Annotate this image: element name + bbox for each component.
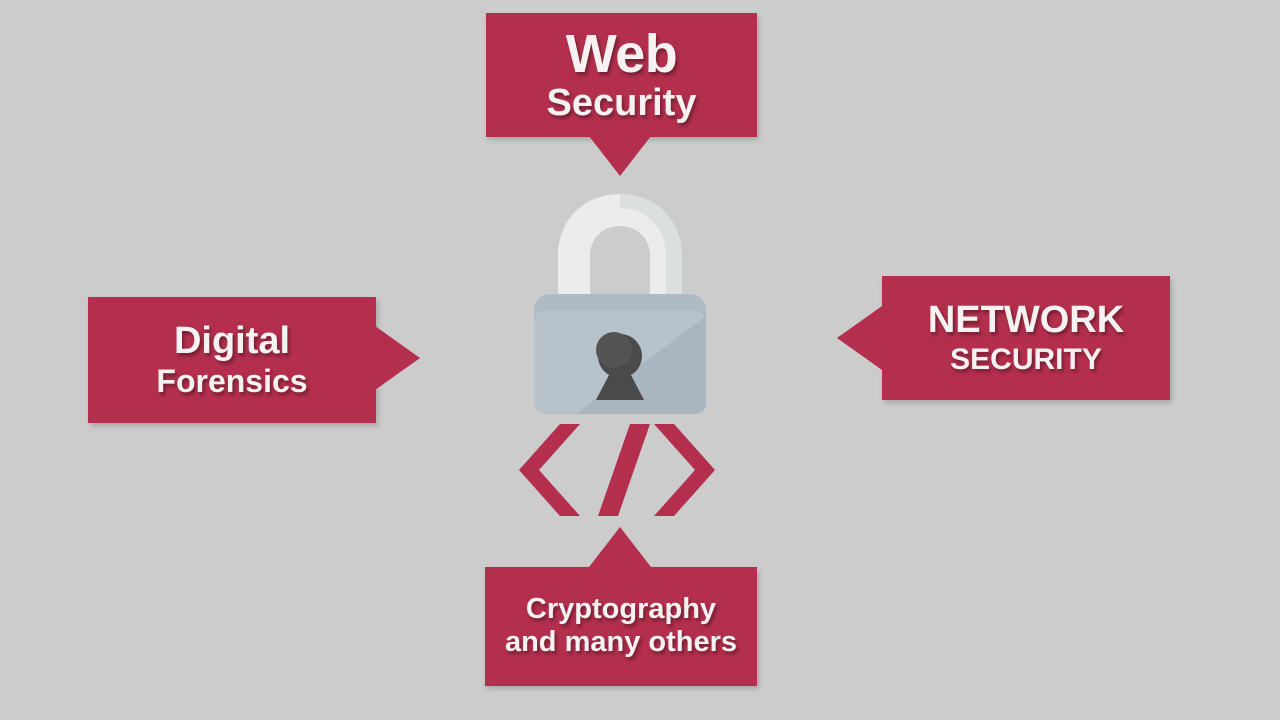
callout-digital-forensics-line1: Digital [173, 320, 291, 363]
callout-cryptography-line1: Cryptography [525, 593, 717, 626]
callout-digital-forensics-line2: Forensics [156, 363, 308, 400]
callout-cryptography[interactable]: Cryptography and many others [485, 567, 757, 686]
padlock-icon [520, 186, 720, 416]
callout-web-security-line1: Web [565, 24, 678, 85]
callout-network-security-line1: NETWORK [927, 298, 1125, 341]
callout-network-security[interactable]: NETWORK SECURITY [882, 276, 1170, 400]
arrow-down-icon-web-security [589, 136, 651, 176]
callout-web-security-line2: Security [546, 82, 697, 125]
callout-network-security-line2: SECURITY [950, 342, 1102, 376]
code-brackets-icon [512, 420, 722, 520]
arrow-up-icon-cryptography [589, 527, 651, 567]
callout-cryptography-line2: and many others [504, 626, 738, 658]
callout-digital-forensics[interactable]: Digital Forensics [88, 297, 376, 423]
arrow-left-icon-network-security [837, 306, 882, 370]
arrow-right-icon-digital-forensics [375, 326, 420, 390]
callout-web-security[interactable]: Web Security [486, 13, 757, 137]
